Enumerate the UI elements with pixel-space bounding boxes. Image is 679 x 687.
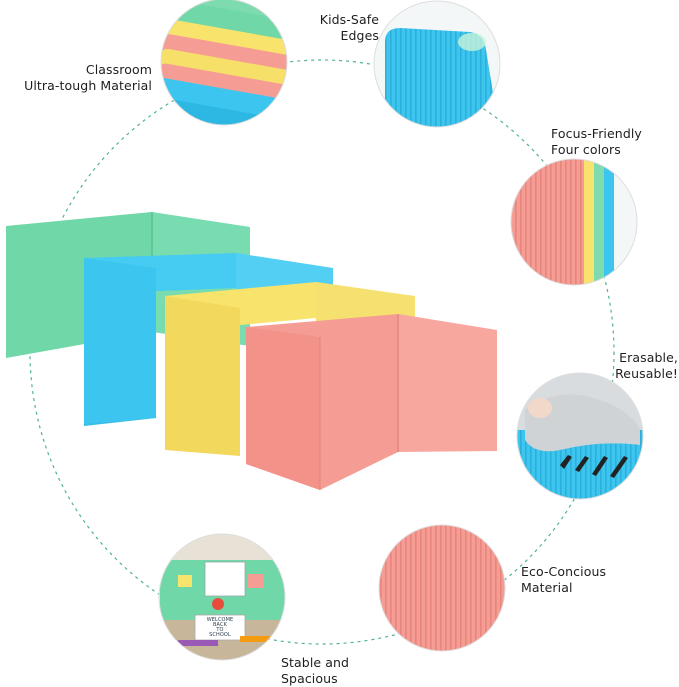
pink-divider xyxy=(246,314,497,490)
feature-label-line2: Edges xyxy=(340,28,379,43)
yellow-divider xyxy=(165,282,415,456)
feature-label-eco: Eco-Concious Material xyxy=(521,564,606,596)
blue-divider xyxy=(84,253,333,426)
desk-sign: WELCOME BACK TO SCHOOL xyxy=(200,618,240,638)
feature-label-line2: Spacious xyxy=(281,671,338,686)
feature-label-line1: Focus-Friendly xyxy=(551,126,642,141)
safe-edge-detail xyxy=(374,1,500,127)
feature-label-line2: Material xyxy=(521,580,573,595)
feature-label-line1: Stable and xyxy=(281,655,350,670)
feature-label-line1: Erasable, xyxy=(619,350,678,365)
four-colors-detail xyxy=(511,159,637,285)
desk-sign-line1: WELCOME xyxy=(206,617,234,623)
feature-label-edges: Kids-Safe Edges xyxy=(320,12,379,44)
feature-label-line1: Eco-Concious xyxy=(521,564,607,579)
eco-material-detail xyxy=(379,525,505,651)
feature-label-line1: Kids-Safe xyxy=(319,12,379,27)
stacked-sheets-detail xyxy=(161,0,287,125)
erasable-detail xyxy=(517,373,643,499)
desk-sign-line2: BACK xyxy=(213,622,227,628)
feature-label-material: Classroom Ultra-tough Material xyxy=(24,62,152,94)
guide-circle xyxy=(29,59,615,645)
desk-sign-line4: SCHOOL xyxy=(209,632,231,638)
desk-sign-line3: TO xyxy=(216,627,224,633)
feature-label-line2: Four colors xyxy=(551,142,621,157)
feature-label-stable: Stable and Spacious xyxy=(281,655,349,687)
feature-label-line2: Reusable! xyxy=(615,366,678,381)
feature-label-colors: Focus-Friendly Four colors xyxy=(551,126,642,158)
feature-label-line2: Ultra-tough Material xyxy=(24,78,152,93)
desk-scene-detail xyxy=(159,534,285,660)
feature-label-line1: Classroom xyxy=(85,62,152,77)
feature-label-erasable: Erasable, Reusable! xyxy=(615,350,678,382)
